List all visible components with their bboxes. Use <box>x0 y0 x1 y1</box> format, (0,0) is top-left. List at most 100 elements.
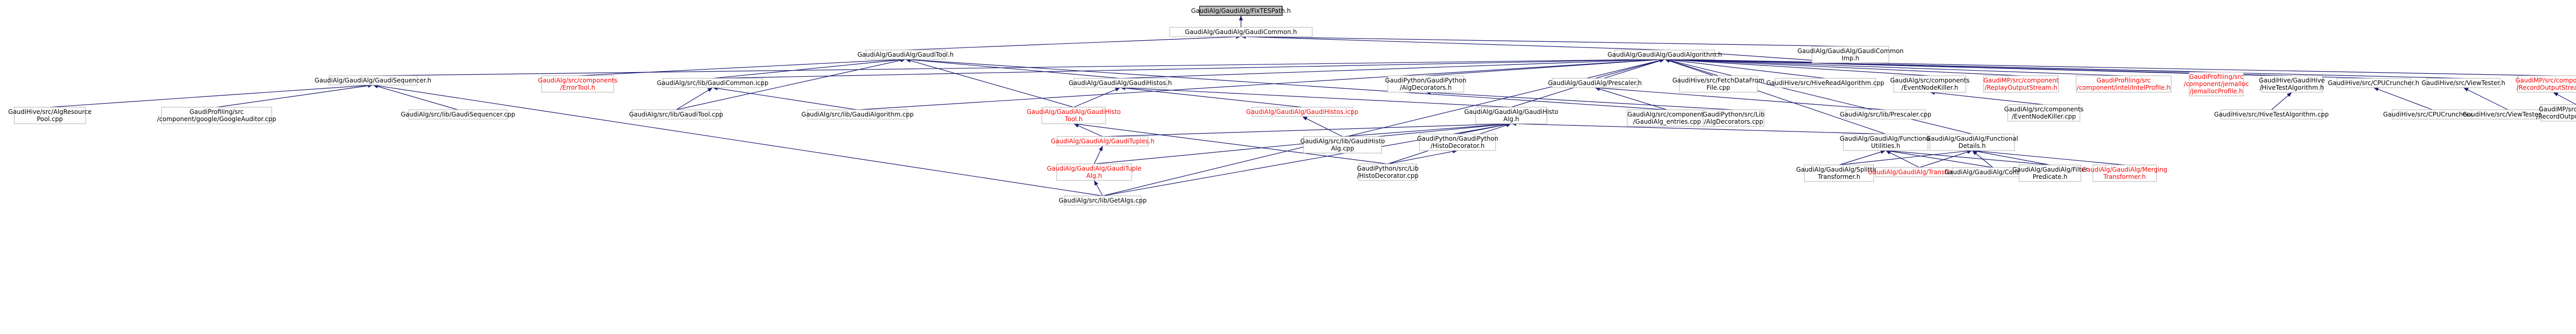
node-algorithm[interactable]: GaudiAlg/GaudiAlg/GaudiAlgorithm.h <box>1607 49 1722 60</box>
edge-histos-to-algorithm <box>1120 57 1665 79</box>
edge <box>1665 57 2021 76</box>
node-transformer[interactable]: GaudiAlg/GaudiAlg/Transformer.h <box>1868 167 1971 177</box>
node-label: /ReplayOutputStream.h <box>1985 84 2057 91</box>
node-pydecorators[interactable]: GaudiPython/GaudiPython/AlgDecorators.h <box>1385 75 1467 93</box>
node-label: GaudiAlg/GaudiAlg/Transformer.h <box>1868 169 1971 176</box>
node-recordoutputh[interactable]: GaudiMP/src/component/RecordOutputStream… <box>2516 75 2576 93</box>
node-recordoutputcpp[interactable]: GaudiMP/src/component/RecordOutputStream… <box>2536 104 2576 122</box>
node-box <box>541 75 615 93</box>
node-histosicpp[interactable]: GaudiAlg/GaudiAlg/GaudiHistos.icpp <box>1246 107 1359 117</box>
node-sequencer[interactable]: GaudiAlg/GaudiAlg/GaudiSequencer.h <box>315 75 431 86</box>
edge <box>1120 57 1665 79</box>
node-label: GaudiAlg/GaudiAlg/Merging <box>2082 166 2167 173</box>
node-viewtesterh[interactable]: GaudiHive/src/ViewTester.h <box>2421 78 2505 88</box>
node-hivereadalg[interactable]: GaudiHive/src/HiveReadAlgorithm.cpp <box>1766 78 1884 88</box>
edge <box>1302 116 1343 137</box>
node-hivetestalgh[interactable]: GaudiHive/GaudiHive/HiveTestAlgorithm.h <box>2259 75 2325 93</box>
node-algcpp[interactable]: GaudiAlg/src/lib/GaudiAlgorithm.cpp <box>802 109 914 120</box>
edge-filterpredicate-to-funcutilities <box>1885 149 2050 165</box>
node-label: GaudiHive/src/ViewTester.cpp <box>2463 111 2554 118</box>
node-box <box>1303 136 1382 154</box>
edge-histoalg-to-histos <box>1120 86 1512 108</box>
node-histodecoratorh[interactable]: GaudiPython/GaudiPython/HistoDecorator.h <box>1417 133 1498 151</box>
node-errortool[interactable]: GaudiAlg/src/components/ErrorTool.h <box>538 75 617 93</box>
node-label: GaudiAlg/GaudiAlg/FixTESPath.h <box>1191 7 1291 14</box>
node-histos[interactable]: GaudiAlg/GaudiAlg/GaudiHistos.h <box>1069 78 1172 88</box>
node-label: GaudiHive/src/HiveReadAlgorithm.cpp <box>1766 79 1884 87</box>
node-gaudialgentries[interactable]: GaudiAlg/src/components/GaudiAlg_entries… <box>1626 109 1707 127</box>
node-googleauditor[interactable]: GaudiProfiling/src/component/google/Goog… <box>157 107 276 124</box>
node-seqcpp[interactable]: GaudiAlg/src/lib/GaudiSequencer.cpp <box>401 109 515 120</box>
node-label: GaudiAlg/GaudiAlg/GaudiCommon.h <box>1185 28 1297 36</box>
node-label: GaudiAlg/GaudiAlg/GaudiHistos.icpp <box>1246 108 1359 115</box>
edge-prescalercpp-to-prescaler <box>1595 86 1886 110</box>
edge-funcdetails-to-algorithm <box>1665 58 1973 135</box>
node-box <box>1251 107 1353 117</box>
node-label: Tool.h <box>1064 115 1083 123</box>
node-intelprofile[interactable]: GaudiProfiling/src/component/intel/Intel… <box>2076 75 2172 93</box>
edge-tuplealg-to-tuples <box>1094 145 1103 164</box>
node-toolcpp[interactable]: GaudiAlg/src/lib/GaudiTool.cpp <box>629 109 723 120</box>
edge <box>578 57 906 76</box>
edge <box>857 57 1665 110</box>
node-prescaler[interactable]: GaudiAlg/GaudiAlg/Prescaler.h <box>1548 78 1642 88</box>
edge-gaudialgentries-to-tool <box>905 57 1667 110</box>
node-replayoutput[interactable]: GaudiMP/src/component/ReplayOutputStream… <box>1983 75 2059 93</box>
edge-tuplealg-to-histoalg <box>1094 122 1512 164</box>
edge <box>1972 149 2125 165</box>
edge <box>1885 150 1920 168</box>
edge <box>1103 122 1512 137</box>
edge-hiveresource-to-sequencer <box>49 83 373 108</box>
edge-histoalgcpp-to-histoalg <box>1342 122 1512 137</box>
node-cpucruncherh[interactable]: GaudiHive/src/CPUCruncher.h <box>2328 78 2419 88</box>
edge <box>49 83 373 108</box>
node-common[interactable]: GaudiAlg/GaudiAlg/GaudiCommon.h <box>1169 27 1313 37</box>
node-pyalgdeccpp[interactable]: GaudiPython/src/Lib/AlgDecorators.cpp <box>1703 109 1765 127</box>
node-label: GaudiAlg/src/components <box>538 77 617 84</box>
node-getalgcpp[interactable]: GaudiAlg/src/lib/GetAlgs.cpp <box>1059 195 1147 206</box>
node-box <box>1358 163 1417 181</box>
edge-intelprofile-to-algorithm <box>1665 57 2124 76</box>
node-root[interactable]: GaudiAlg/GaudiAlg/FixTESPath.h <box>1191 6 1291 16</box>
node-tool[interactable]: GaudiAlg/GaudiAlg/GaudiTool.h <box>857 49 954 60</box>
node-jemalloc[interactable]: GaudiProfiling/src/component/jemalloc/Je… <box>2184 72 2249 96</box>
node-box <box>865 49 946 60</box>
node-label: GaudiPython/GaudiPython <box>1417 135 1498 142</box>
edge-cpucrunchercpp-to-cpucruncherh <box>2373 87 2433 110</box>
node-label: GaudiAlg/GaudiAlg/GaudiTuple <box>1047 165 1141 172</box>
edge <box>713 86 858 110</box>
node-eventnodekillerh[interactable]: GaudiAlg/src/components/EventNodeKiller.… <box>1890 75 1970 93</box>
node-label: GaudiAlg/GaudiAlg/Consumer.h <box>1944 169 2041 176</box>
node-label: /RecordOutputStream.cpp <box>2536 113 2576 120</box>
node-viewtestercpp[interactable]: GaudiHive/src/ViewTester.cpp <box>2463 109 2554 120</box>
node-label: Alg.cpp <box>1331 145 1354 152</box>
edge-replayoutput-to-algorithm <box>1665 57 2021 76</box>
edge-algcpp-to-algorithm <box>857 57 1665 110</box>
node-cpucrunchercpp[interactable]: GaudiHive/src/CPUCruncher.cpp <box>2383 109 2482 120</box>
node-label: GaudiAlg/src/lib/GaudiAlgorithm.cpp <box>802 111 914 118</box>
edge-pyalgdeccpp-to-pydecorators <box>1426 90 1734 110</box>
node-prescalercpp[interactable]: GaudiAlg/src/lib/Prescaler.cpp <box>1840 109 1931 120</box>
node-histodecoratorcpp[interactable]: GaudiPython/src/Lib/HistoDecorator.cpp <box>1357 163 1419 181</box>
node-tuples[interactable]: GaudiAlg/GaudiAlg/GaudiTuples.h <box>1051 136 1155 146</box>
node-consumer[interactable]: GaudiAlg/GaudiAlg/Consumer.h <box>1944 167 2042 177</box>
node-eventnodekillercpp[interactable]: GaudiAlg/src/components/EventNodeKiller.… <box>2004 104 2083 122</box>
node-hivetestalgcpp[interactable]: GaudiHive/src/HiveTestAlgorithm.cpp <box>2214 109 2329 120</box>
node-commoncpp[interactable]: GaudiAlg/src/lib/GaudiCommon.icpp <box>657 78 769 88</box>
node-label: Details.h <box>1958 142 1986 149</box>
node-label: GaudiAlg/src/lib/GaudiCommon.icpp <box>657 79 769 87</box>
edge-histosicpp-to-histos <box>1120 86 1302 108</box>
